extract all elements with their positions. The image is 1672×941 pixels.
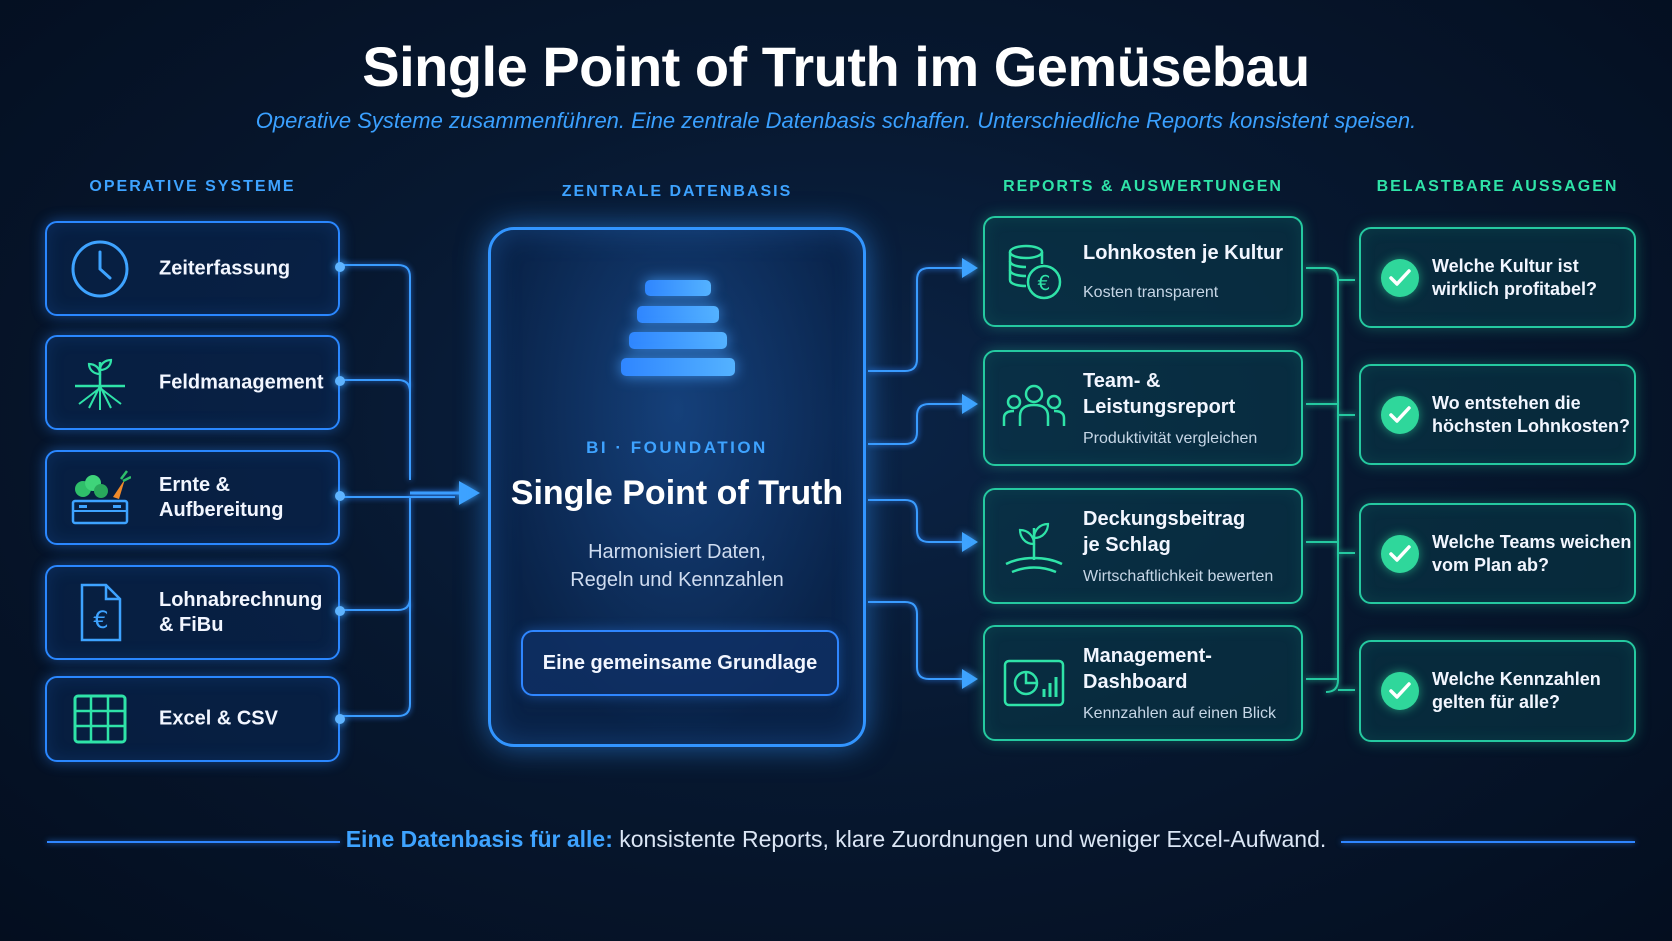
answer-text: Welche Teams weichen vom Plan ab? [1432,531,1632,575]
report-subtitle: Produktivität vergleichen [1083,430,1258,447]
sprout-field-icon [1005,522,1063,574]
column-head-center: ZENTRALE DATENBASIS [561,183,793,200]
page-title: Single Point of Truth im Gemüsebau [362,35,1310,98]
page-subtitle: Operative Systeme zusammenführen. Eine z… [255,108,1417,133]
footer-highlight: Eine Datenbasis für alle: [345,826,613,852]
report-box-dashboard[interactable]: Management- Dashboard Kennzahlen auf ein… [983,625,1303,741]
source-label: Zeiterfassung [159,257,291,279]
arrowhead-team [962,394,978,414]
wire-to-lohnkosten [868,267,962,372]
source-label: Feldmanagement [159,371,324,393]
report-box-lohnkosten[interactable]: € Lohnkosten je Kultur Kosten transparen… [983,216,1303,327]
central-database-card[interactable]: BI · FOUNDATION Single Point of Truth Ha… [488,227,866,747]
wire-feldmanagement [343,379,411,480]
column-head-answers: BELASTBARE AUSSAGEN [1376,178,1619,195]
vegetable-crate-icon [71,469,131,524]
euro-document-icon: € [80,583,122,641]
footer-text: konsistente Reports, klare Zuordnungen u… [612,826,1327,852]
connector-dot [335,376,345,386]
source-box-feldmanagement[interactable]: Feldmanagement [45,335,345,430]
answer-box-lohnkosten: Wo entstehen die höchsten Lohnkosten? [1359,364,1636,465]
report-box-team[interactable]: Team- & Leistungsreport Produktivität ve… [983,350,1303,466]
connector-dot [335,491,345,501]
center-input-arrow [459,481,480,505]
spreadsheet-grid-icon [73,694,127,744]
source-label: Lohnabrechnung & FiBu [159,588,323,636]
wire-excel [343,497,411,717]
wire-to-team [868,403,962,445]
wire-to-deckungsbeitrag [868,499,962,543]
center-kicker: BI · FOUNDATION [586,438,768,457]
source-label: Ernte & Aufbereitung [159,473,284,521]
wire-report-bus [1306,267,1339,693]
connector-dot [335,606,345,616]
answer-text: Welche Kennzahlen gelten für alle? [1432,669,1601,712]
clock-icon [71,240,129,297]
check-icon [1381,395,1419,434]
wire-to-dashboard [868,601,962,680]
check-icon [1381,258,1419,297]
report-title: Deckungsbeitrag je Schlag [1083,508,1246,556]
wire-lohnabrechnung [343,497,411,611]
check-icon [1381,672,1419,710]
center-description: Harmonisiert Daten, Regeln und Kennzahle… [570,541,784,591]
column-head-reports: REPORTS & AUSWERTUNGEN [1003,178,1283,195]
report-title: Team- & Leistungsreport [1083,370,1236,418]
answer-text: Wo entstehen die höchsten Lohnkosten? [1432,392,1630,436]
center-title: Single Point of Truth [510,474,844,512]
source-box-excel[interactable]: Excel & CSV [45,676,345,762]
answer-box-kennzahlen: Welche Kennzahlen gelten für alle? [1359,640,1636,742]
footer-statement: Eine Datenbasis für alle: konsistente Re… [0,826,1672,853]
arrowhead-deckungsbeitrag [962,532,978,552]
report-subtitle: Kosten transparent [1083,284,1219,301]
source-box-lohnabrechnung[interactable]: € Lohnabrechnung & FiBu [45,565,345,660]
common-foundation-button[interactable]: Eine gemeinsame Grundlage [521,630,839,696]
connector-dot [335,714,345,724]
report-box-deckungsbeitrag[interactable]: Deckungsbeitrag je Schlag Wirtschaftlich… [983,488,1303,604]
answer-box-profitabilitaet: Welche Kultur ist wirklich profitabel? [1359,227,1636,328]
report-subtitle: Kennzahlen auf einen Blick [1083,705,1277,722]
source-label: Excel & CSV [159,707,278,730]
footer-divider-left [47,841,340,843]
connector-dot [335,262,345,272]
column-head-sources: OPERATIVE SYSTEME [89,178,296,195]
report-title: Lohnkosten je Kultur [1083,242,1283,264]
arrowhead-lohnkosten [962,258,978,278]
report-subtitle: Wirtschaftlichkeit bewerten [1083,568,1274,585]
check-icon [1381,534,1419,573]
plant-roots-icon [75,358,125,410]
report-title: Management- Dashboard [1083,645,1212,693]
coins-euro-icon: € [1008,244,1062,299]
footer-divider-right [1341,841,1635,843]
answer-text: Welche Kultur ist wirklich profitabel? [1432,255,1598,299]
arrowhead-dashboard [962,669,978,689]
team-icon [1002,384,1066,426]
source-box-zeiterfassung[interactable]: Zeiterfassung [45,221,345,316]
svg-text:€: € [93,606,108,634]
source-box-ernte[interactable]: Ernte & Aufbereitung [45,450,345,545]
dashboard-icon [1003,659,1065,707]
answer-box-teams: Welche Teams weichen vom Plan ab? [1359,503,1636,604]
svg-text:€: € [1038,271,1051,295]
wire-zeiterfassung [343,264,411,480]
